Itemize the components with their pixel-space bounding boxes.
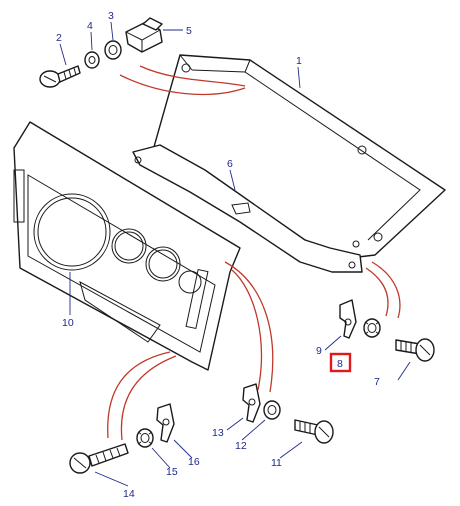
part-3-spring-washer[interactable] xyxy=(104,40,122,60)
part-9-clip[interactable] xyxy=(339,299,357,339)
label-2[interactable]: 2 xyxy=(56,32,62,44)
label-8[interactable]: 8 xyxy=(337,358,343,370)
part-2-screw[interactable] xyxy=(39,65,81,88)
label-4[interactable]: 4 xyxy=(87,20,93,32)
label-1[interactable]: 1 xyxy=(296,55,302,67)
part-4-washer[interactable] xyxy=(84,51,100,69)
part-8-star-washer[interactable] xyxy=(363,318,381,338)
part-7-screw[interactable] xyxy=(395,338,435,362)
part-12-washer[interactable] xyxy=(263,400,281,420)
callout-links xyxy=(107,65,401,441)
leader-lines xyxy=(59,21,411,487)
label-10[interactable]: 10 xyxy=(62,317,74,329)
label-7[interactable]: 7 xyxy=(374,376,380,388)
part-labels: 1 2 3 4 5 6 7 8 9 10 11 12 13 14 15 16 xyxy=(56,10,380,500)
part-11-screw[interactable] xyxy=(294,419,334,444)
label-16[interactable]: 16 xyxy=(188,456,200,468)
part-5-switch[interactable] xyxy=(125,17,163,53)
part-15-star-washer[interactable] xyxy=(136,428,154,448)
part-13-clip[interactable] xyxy=(242,383,261,423)
part-16-clip[interactable] xyxy=(156,403,175,443)
label-11[interactable]: 11 xyxy=(271,457,282,469)
label-6[interactable]: 6 xyxy=(227,158,233,170)
part-6-bracket[interactable] xyxy=(132,144,363,273)
label-9[interactable]: 9 xyxy=(316,345,322,357)
label-14[interactable]: 14 xyxy=(123,488,135,500)
label-3[interactable]: 3 xyxy=(108,10,114,22)
label-13[interactable]: 13 xyxy=(212,427,224,439)
label-15[interactable]: 15 xyxy=(166,466,178,478)
label-5[interactable]: 5 xyxy=(186,25,192,37)
part-10-bezel[interactable] xyxy=(13,121,241,371)
part-14-screw[interactable] xyxy=(69,443,129,474)
label-12[interactable]: 12 xyxy=(235,440,247,452)
highlight-box-part-8 xyxy=(329,352,352,373)
